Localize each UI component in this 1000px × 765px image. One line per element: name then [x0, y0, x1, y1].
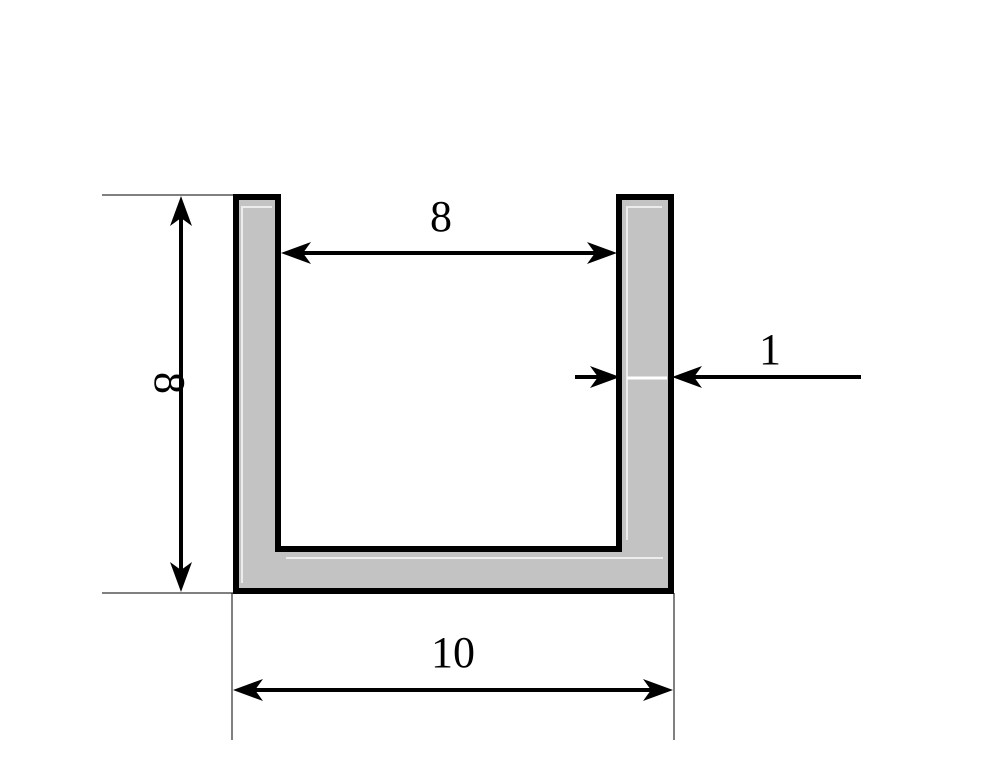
profile-outline — [233, 194, 674, 594]
inner-width-arrow-right — [587, 242, 617, 264]
thickness-label: 1 — [759, 325, 781, 374]
height-dimension: 8 — [145, 196, 194, 592]
inner-width-dimension: 8 — [281, 192, 617, 264]
height-arrow-top — [170, 196, 192, 226]
thickness-arrow-left — [590, 366, 620, 388]
thickness-arrow-right — [672, 366, 702, 388]
thickness-dimension: 1 — [575, 325, 861, 388]
outer-width-dimension: 10 — [233, 628, 673, 701]
inner-width-arrow-left — [281, 242, 311, 264]
u-channel-profile — [233, 194, 674, 594]
height-arrow-bottom — [170, 562, 192, 592]
outer-width-arrow-right — [643, 679, 673, 701]
outer-width-arrow-left — [233, 679, 263, 701]
inner-width-label: 8 — [430, 192, 452, 241]
height-label: 8 — [145, 372, 194, 394]
outer-width-label: 10 — [431, 628, 475, 677]
profile-highlight — [241, 206, 663, 583]
